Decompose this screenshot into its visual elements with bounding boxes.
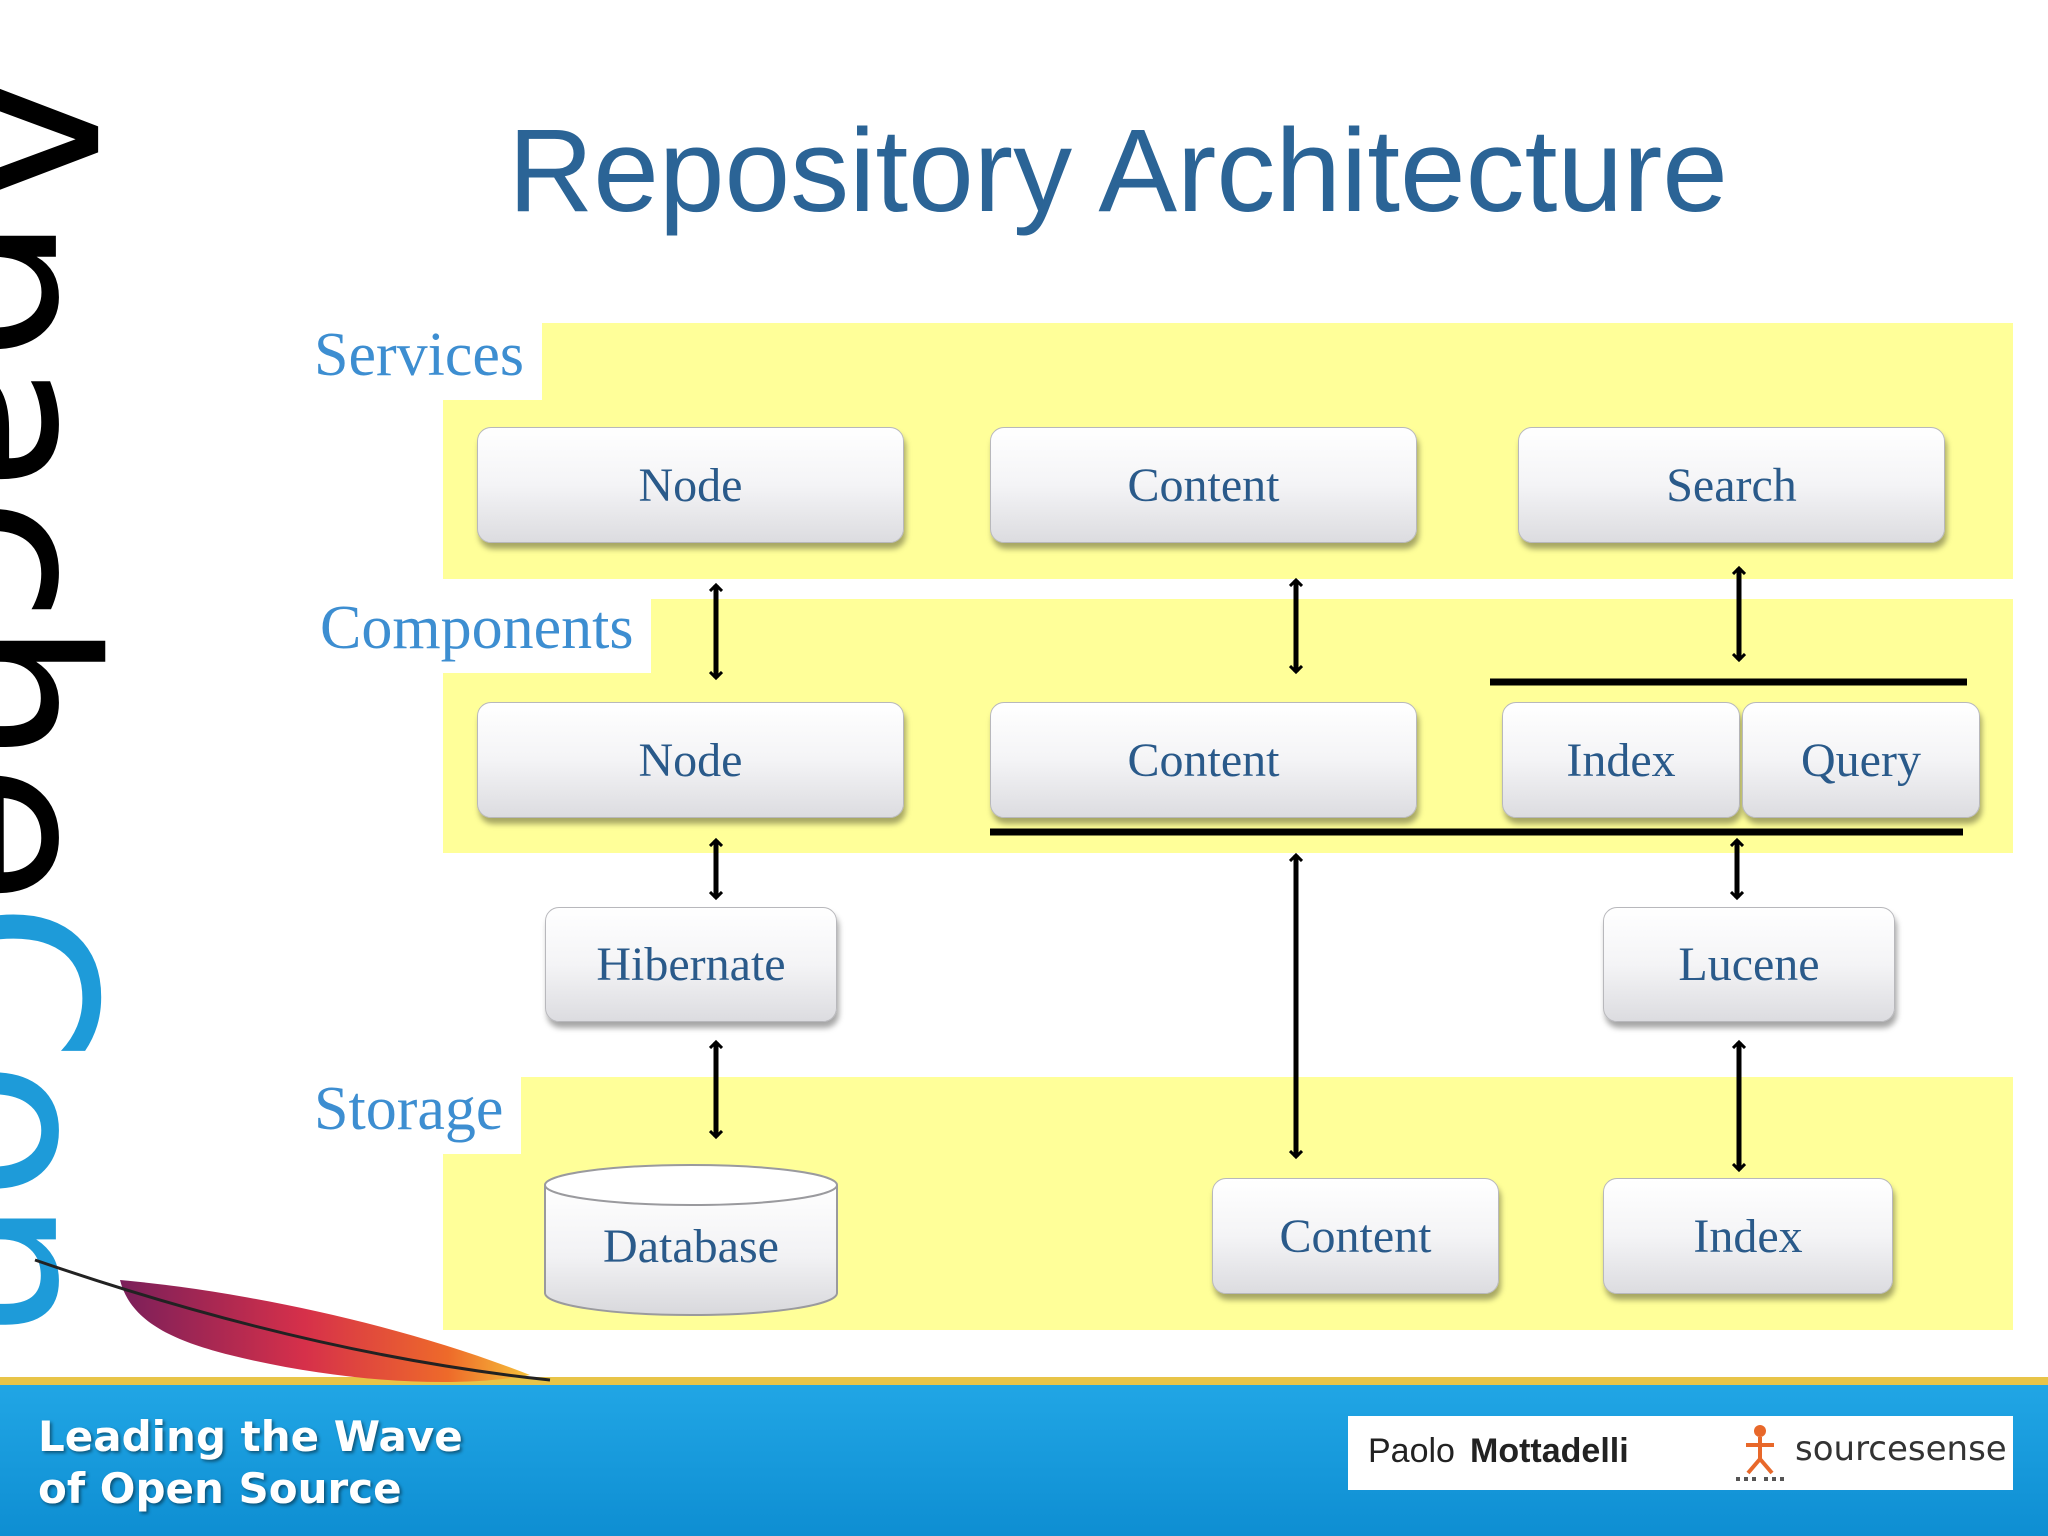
component-query-label: Query <box>1801 733 1921 787</box>
storage-index-box: Index <box>1603 1178 1893 1294</box>
hibernate-box: Hibernate <box>545 907 837 1022</box>
footer-credit-panel <box>1348 1416 2013 1490</box>
page-title: Repository Architecture <box>508 105 1728 237</box>
lucene-box: Lucene <box>1603 907 1895 1022</box>
layer-label-components: Components <box>306 585 652 673</box>
component-content-label: Content <box>1127 733 1280 787</box>
hibernate-label: Hibernate <box>596 938 786 991</box>
storage-content-box: Content <box>1212 1178 1499 1294</box>
presenter-first-name: Paolo <box>1368 1432 1455 1470</box>
storage-content-label: Content <box>1279 1209 1432 1263</box>
component-query-box: Query <box>1742 702 1980 818</box>
service-content-label: Content <box>1127 458 1280 512</box>
database-label: Database <box>603 1220 779 1273</box>
service-node-label: Node <box>638 458 743 512</box>
sourcesense-wordmark: sourcesense <box>1795 1429 2007 1469</box>
service-search-box: Search <box>1518 427 1945 543</box>
service-content-box: Content <box>990 427 1417 543</box>
layer-label-services: Services <box>300 312 543 400</box>
component-content-box: Content <box>990 702 1417 818</box>
component-index-box: Index <box>1502 702 1740 818</box>
apache-feather-icon <box>34 1258 551 1383</box>
component-index-label: Index <box>1566 733 1676 787</box>
footer-tagline-line2: of Open Source <box>38 1464 402 1513</box>
component-node-box: Node <box>477 702 904 818</box>
layer-label-storage: Storage <box>300 1066 522 1154</box>
database-cylinder: Database <box>543 1163 839 1317</box>
sourcesense-logo-icon <box>1736 1425 1784 1481</box>
storage-index-label: Index <box>1693 1209 1803 1263</box>
presenter-last-name: Mottadelli <box>1470 1432 1629 1470</box>
footer-tagline-line1: Leading the Wave <box>38 1412 463 1461</box>
component-node-label: Node <box>638 733 743 787</box>
service-node-box: Node <box>477 427 904 543</box>
lucene-label: Lucene <box>1678 938 1820 991</box>
service-search-label: Search <box>1666 458 1797 512</box>
